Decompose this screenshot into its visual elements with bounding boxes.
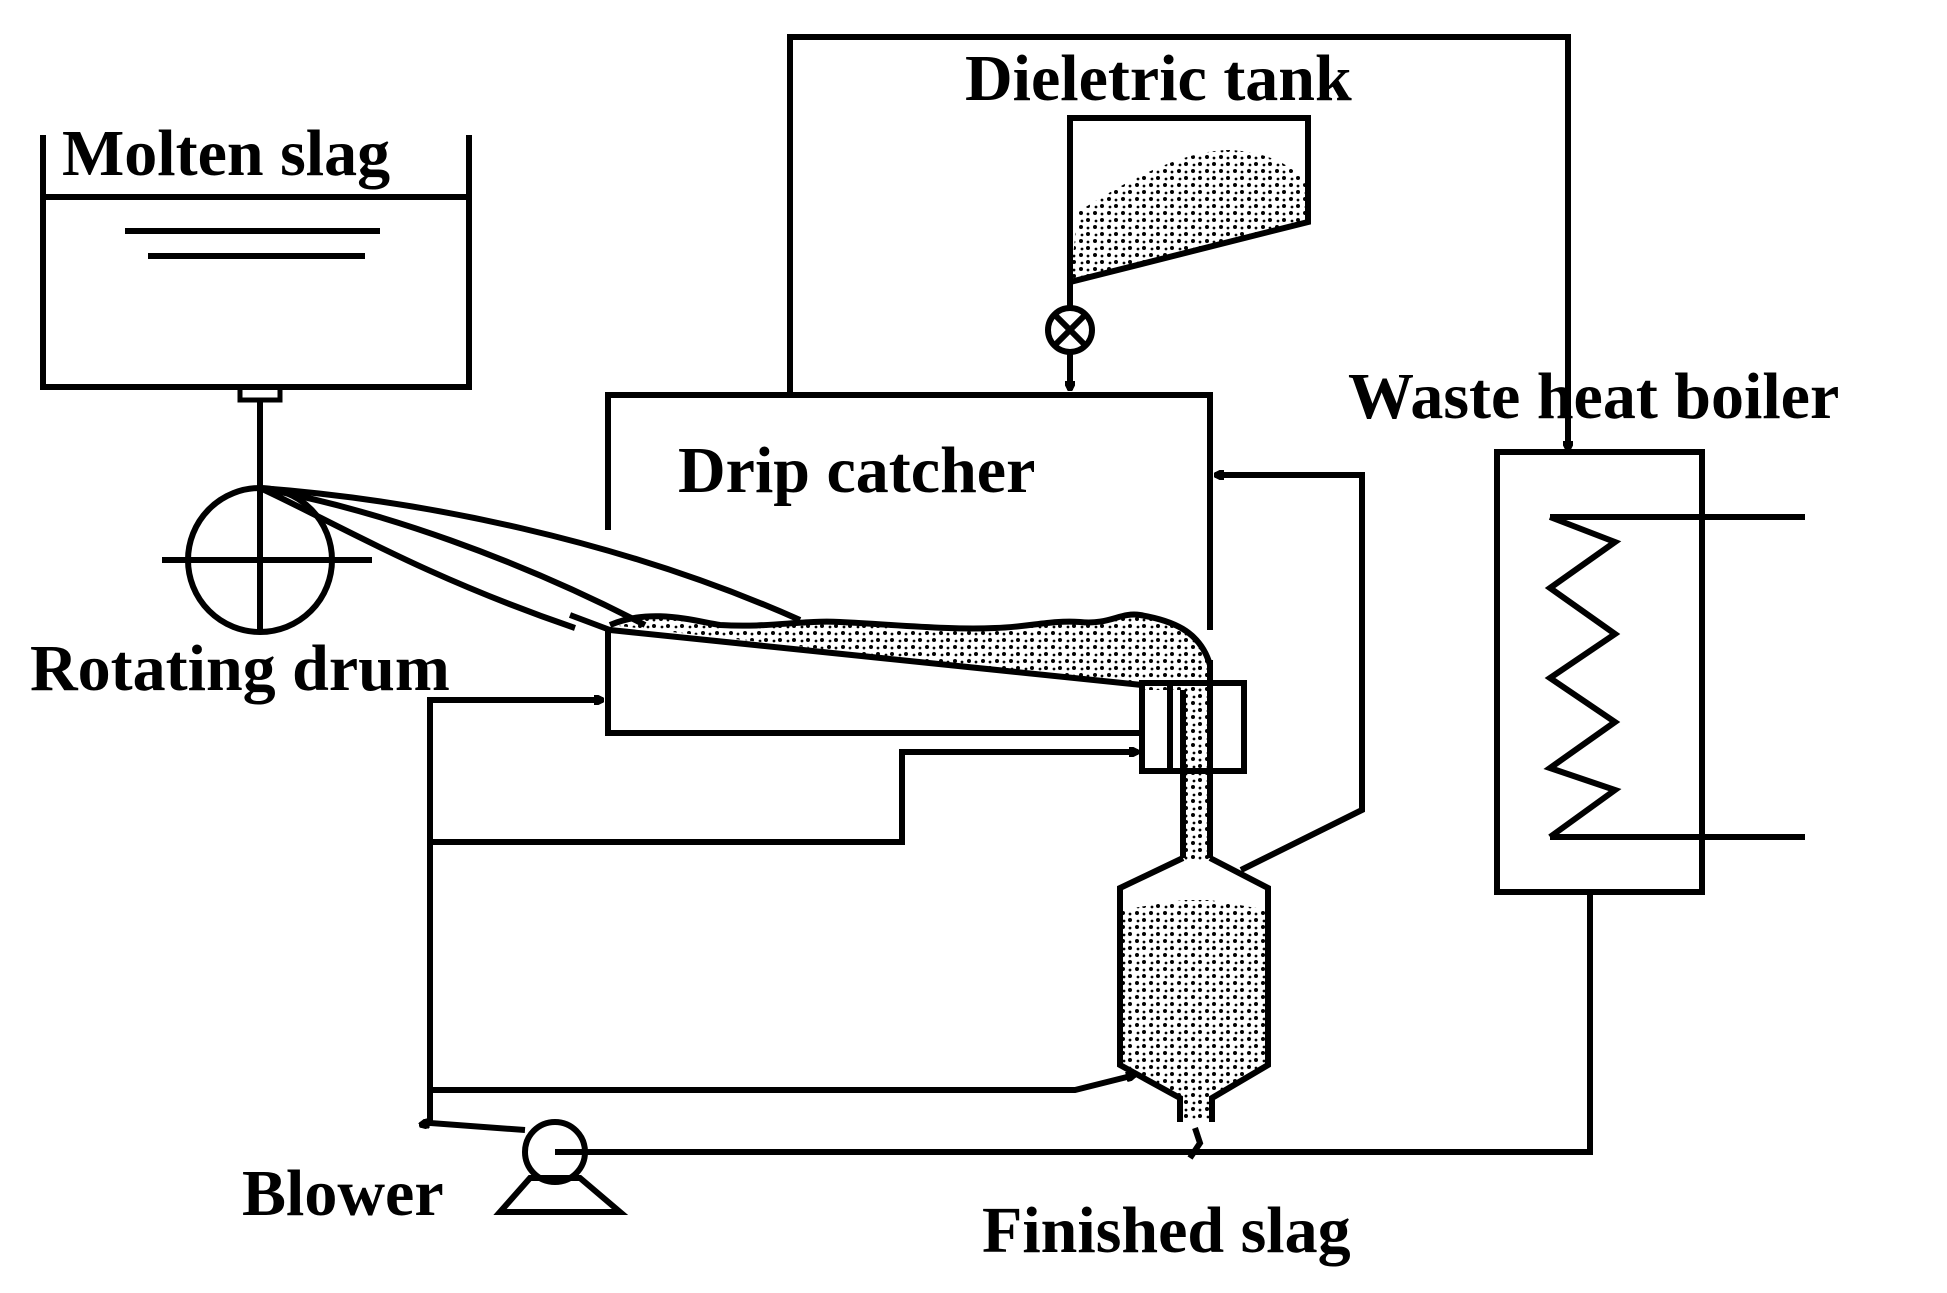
- drip-catcher: [605, 392, 1213, 630]
- molten-slag-tank: [40, 135, 472, 488]
- blower-loop: [420, 697, 1593, 1215]
- cooler-vessel: [1117, 855, 1271, 1160]
- slag-spray-streams: [258, 485, 802, 631]
- dielectric-tank: [1045, 115, 1311, 390]
- granulation-channel: [568, 611, 1247, 774]
- waste-heat-boiler-label: Waste heat boiler: [1348, 360, 1839, 433]
- recirculation-duct-right: [1215, 475, 1365, 873]
- rotating-drum: [162, 485, 372, 635]
- flue-duct-top: [787, 34, 1568, 450]
- rotating-drum-label: Rotating drum: [30, 632, 450, 705]
- finished-slag-label: Finished slag: [982, 1194, 1351, 1267]
- dielectric-tank-label: Dieletric tank: [965, 42, 1352, 115]
- waste-heat-boiler: [1494, 449, 1805, 895]
- drop-pipe: [1180, 660, 1213, 860]
- drip-catcher-label: Drip catcher: [678, 434, 1035, 507]
- molten-slag-label: Molten slag: [62, 117, 390, 190]
- blower-label: Blower: [242, 1157, 444, 1230]
